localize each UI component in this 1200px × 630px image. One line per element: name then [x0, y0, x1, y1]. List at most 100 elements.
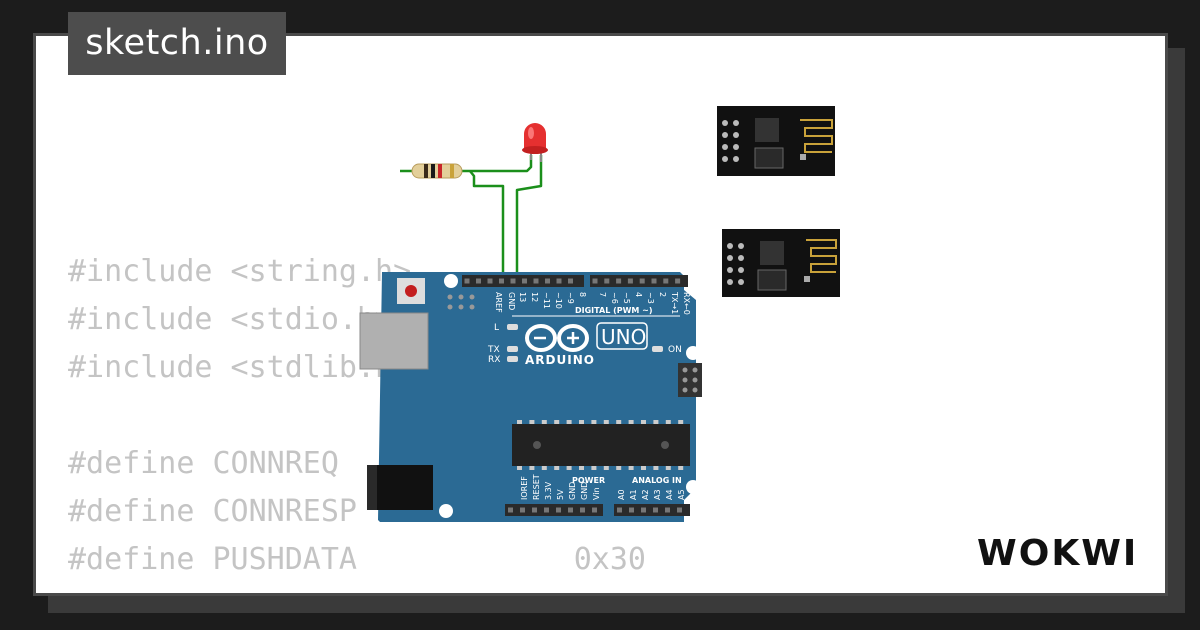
pin-label: 2 [658, 292, 667, 297]
pin-label: 8 [578, 292, 587, 297]
header-pin [476, 278, 481, 284]
header-pin [616, 278, 622, 284]
led-on-label: ON [668, 345, 682, 355]
header-pin [592, 507, 597, 513]
chip-pin [541, 466, 547, 470]
chip-pin [678, 466, 684, 470]
header-pin [487, 278, 493, 284]
header-pin [641, 507, 646, 513]
header-pin [639, 278, 645, 284]
chip-pin [579, 420, 584, 424]
header-pin [665, 507, 670, 513]
chip-pin [566, 466, 572, 470]
code-line: #define CONNRESP [68, 494, 357, 529]
pin-label: 13 [518, 292, 527, 302]
chip-pin [566, 420, 572, 424]
power-header [505, 504, 603, 516]
pin-label: Vin [592, 487, 601, 500]
pin-label: AREF [494, 292, 503, 313]
chip-pin [554, 420, 560, 424]
chip-pin [653, 420, 659, 424]
header-pin [533, 278, 539, 284]
code-line: #define CONNREQ [68, 446, 339, 481]
pin-label: ~9 [566, 292, 575, 304]
pin-label: 7 [598, 292, 607, 297]
file-name-tab: sketch.ino [68, 12, 286, 75]
header-pin [464, 278, 470, 284]
pin-label: TX→1 [670, 291, 679, 314]
usb-port [359, 312, 429, 370]
chip-pin [603, 466, 609, 470]
pin-label: A4 [665, 489, 674, 500]
header-pin [651, 278, 657, 284]
pin-label: GND [568, 482, 577, 500]
pin-label: A3 [653, 489, 662, 500]
chip-pin [529, 466, 535, 470]
chip-pin [616, 420, 622, 424]
chip-pin [591, 466, 597, 470]
header-pin [604, 278, 610, 284]
chip-pin [591, 420, 597, 424]
wire-led-anode [470, 155, 533, 173]
pin-label: 5V [556, 489, 565, 500]
chip-pin [653, 466, 659, 470]
header-pin [499, 278, 504, 284]
pin-label: A0 [617, 489, 626, 500]
chip-pin [628, 420, 634, 424]
dc-jack [367, 465, 433, 510]
pin-label: A5 [677, 489, 686, 500]
analog-header [614, 504, 690, 516]
code-line: #define SAVEDATA 0x20 [68, 584, 646, 593]
header-pin [568, 507, 573, 513]
wokwi-logo-text: WOKWI [977, 533, 1138, 574]
header-pin [663, 278, 669, 284]
digital-label: DIGITAL (PWM ~) [575, 306, 653, 315]
header-pin [508, 507, 513, 513]
board-model: UNO [601, 325, 646, 349]
pin-label: 3.3V [544, 481, 553, 500]
pin-label: ~11 [542, 292, 551, 309]
header-pin [653, 507, 658, 513]
header-pin [522, 278, 527, 284]
chip-pin [641, 420, 646, 424]
chip-pin [603, 420, 609, 424]
chip-pin [665, 420, 671, 424]
pin-label: 12 [530, 292, 539, 302]
header-pin [510, 278, 516, 284]
analog-label: ANALOG IN [632, 476, 682, 485]
header-pin [675, 278, 681, 284]
power-label: POWER [572, 476, 605, 485]
chip-pin [579, 466, 584, 470]
chip-pin [554, 466, 560, 470]
resistor [411, 163, 463, 179]
header-pin [592, 278, 598, 284]
wire-led-cathode [515, 155, 543, 282]
chip-pin [628, 466, 634, 470]
header-pin [556, 278, 562, 284]
header-pin [617, 507, 622, 513]
pin-label: GND [580, 482, 589, 500]
header-pin [677, 507, 682, 513]
code-line: #include <string.h> [68, 254, 412, 289]
led-rx-label: RX [488, 355, 500, 365]
pin-label: 4 [634, 292, 643, 297]
header-pin [545, 278, 550, 284]
esp01-module-2 [722, 229, 840, 297]
led-l-label: L [494, 323, 499, 333]
chip-pin [678, 420, 684, 424]
pin-label: ~6 [610, 292, 619, 304]
chip-pin [541, 420, 547, 424]
atmega-chip [512, 424, 690, 466]
chip-pin [665, 466, 671, 470]
led-tx-label: TX [487, 345, 500, 355]
wokwi-logo: WOKWI [977, 533, 1138, 574]
led-red [522, 123, 548, 162]
code-line: #define PUSHDATA 0x30 [68, 542, 646, 577]
arduino-infinity-logo [525, 324, 589, 352]
header-pin [629, 507, 634, 513]
chip-pin [641, 466, 646, 470]
chip-pin [517, 420, 522, 424]
wire-resistor-to-pin [469, 170, 505, 282]
